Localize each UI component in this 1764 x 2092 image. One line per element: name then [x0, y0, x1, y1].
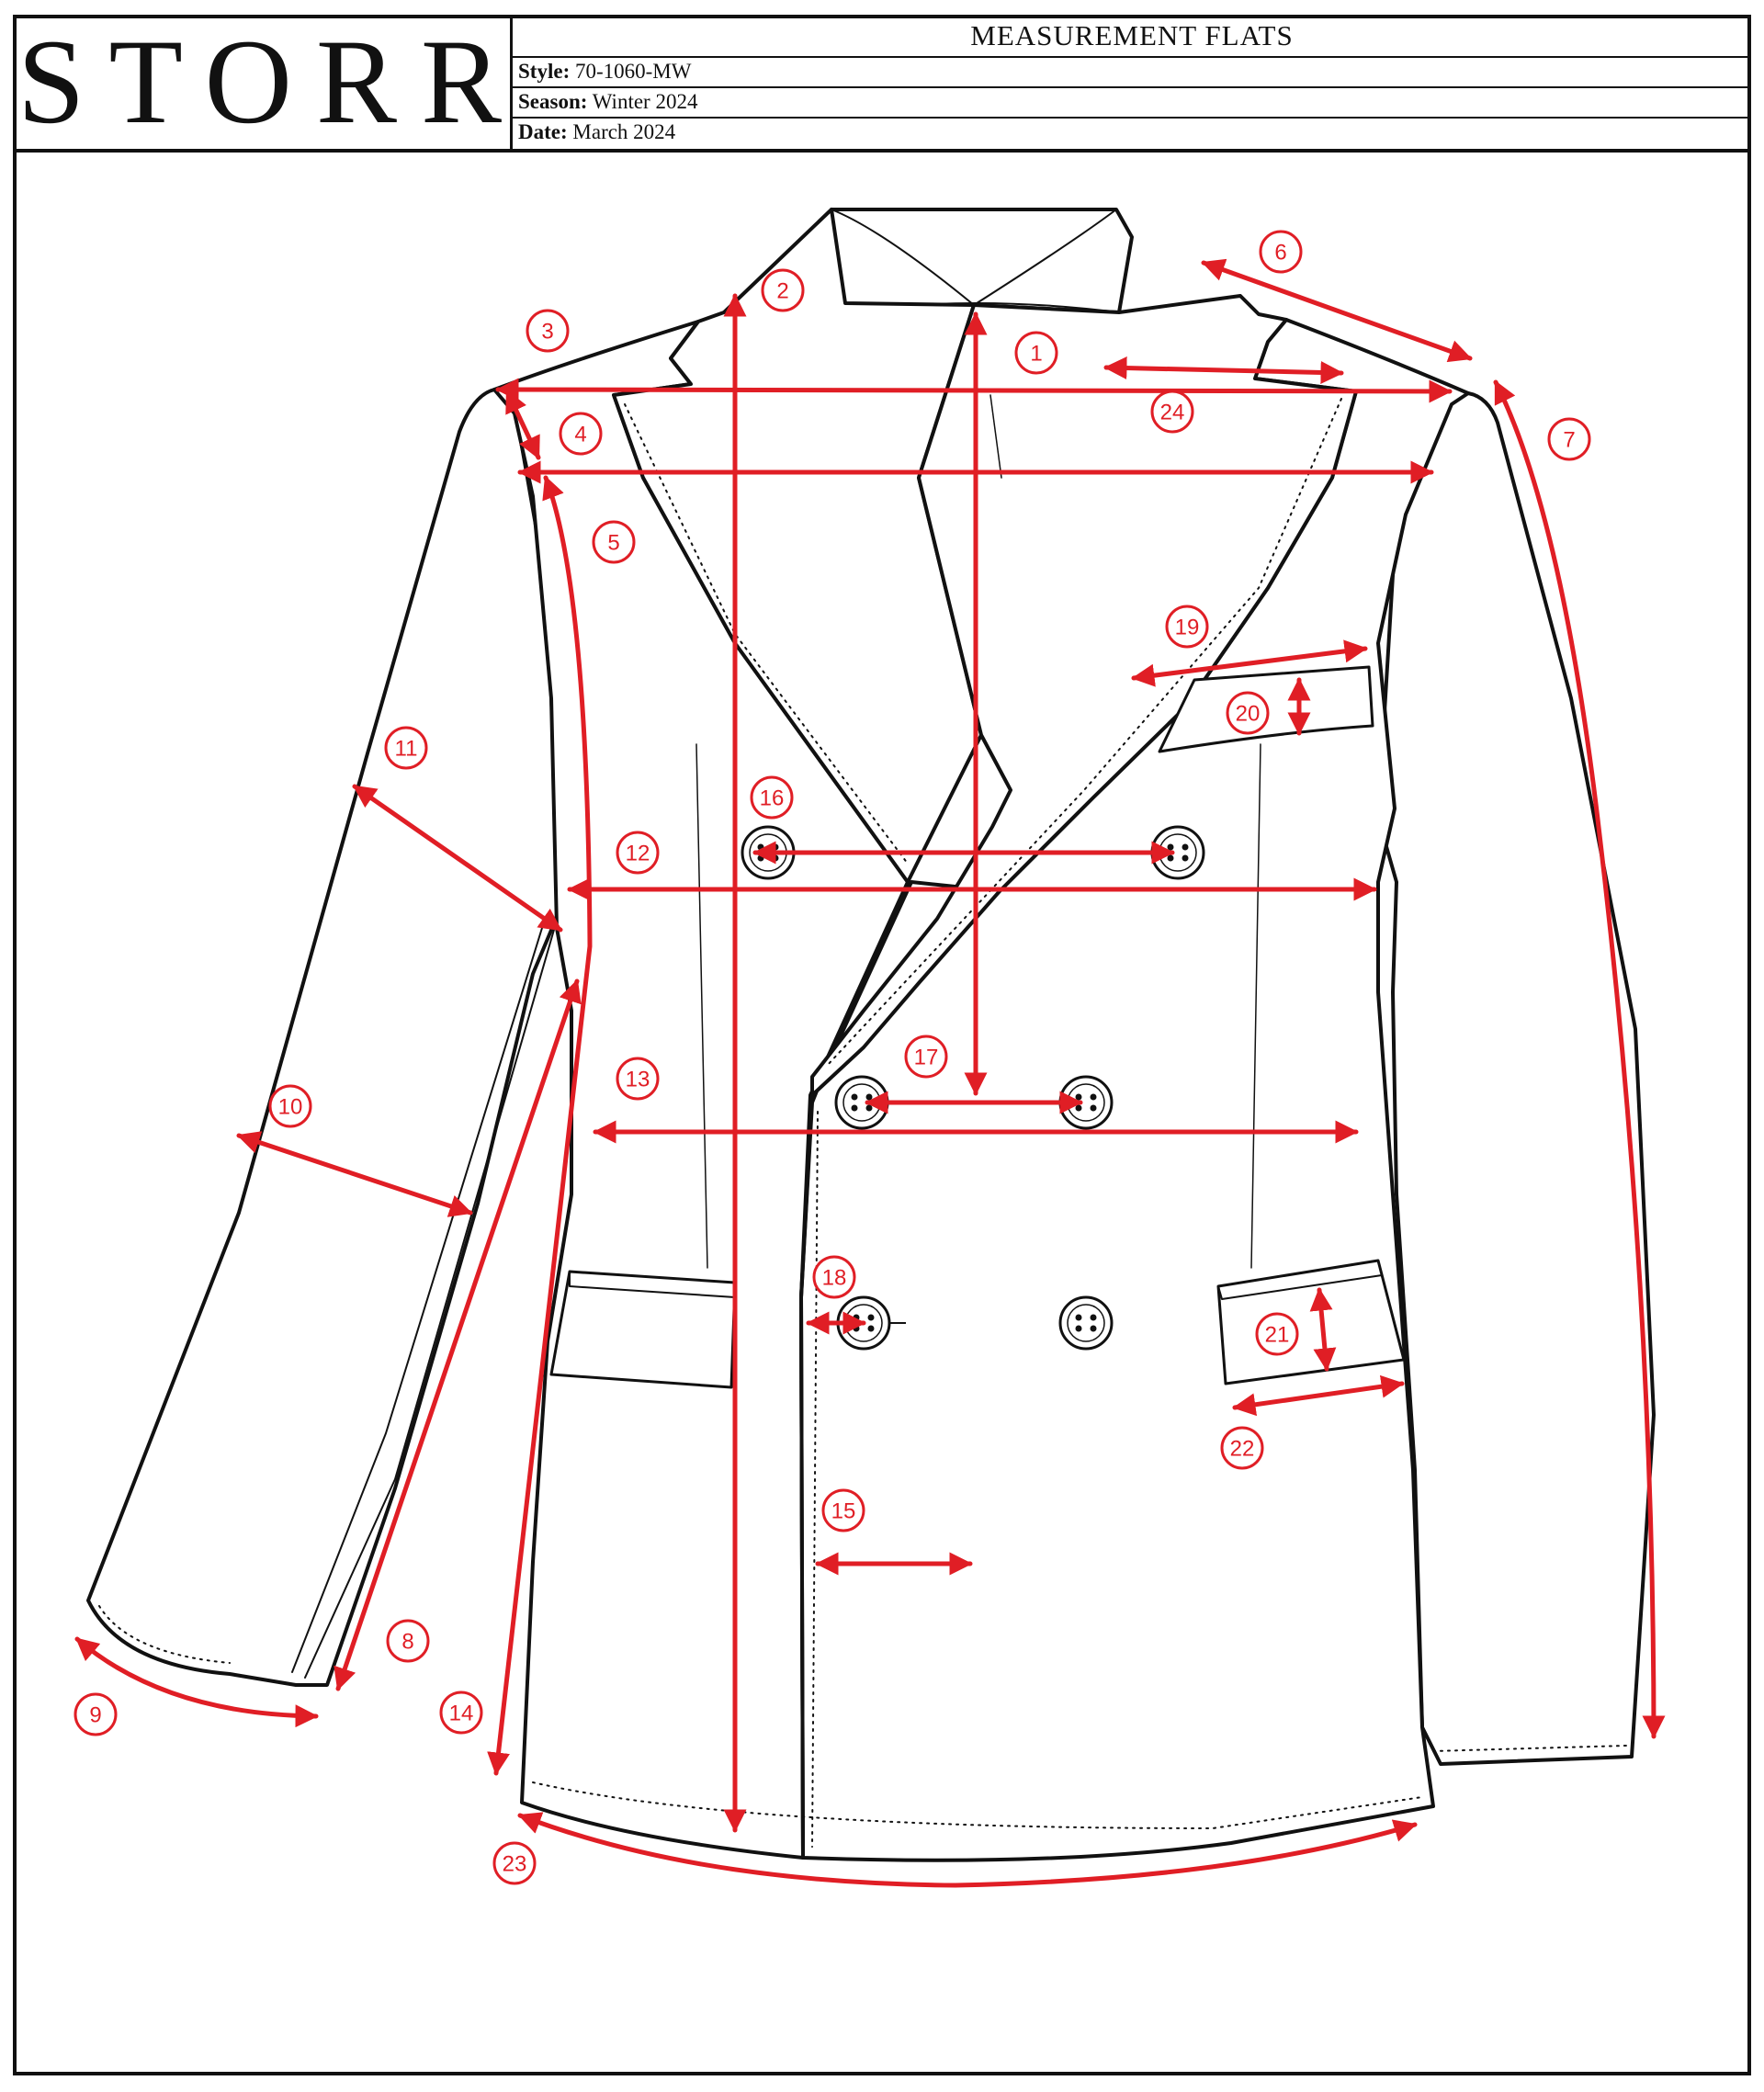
svg-text:11: 11: [395, 737, 418, 762]
svg-text:15: 15: [831, 1499, 856, 1524]
svg-text:8: 8: [401, 1630, 413, 1655]
measure-24-line: [1103, 356, 1344, 384]
svg-text:5: 5: [607, 531, 619, 556]
measure-14-line: [487, 475, 593, 1776]
measure-6-line: [1201, 258, 1473, 363]
svg-text:2: 2: [776, 279, 788, 304]
date-label: Date: [518, 120, 560, 143]
measure-21-line: [1309, 1287, 1337, 1372]
measure-19-line: [1131, 639, 1368, 687]
badge-11: 11: [384, 726, 428, 770]
badge-14: 14: [439, 1691, 483, 1735]
season-value: Winter 2024: [592, 90, 698, 113]
svg-text:20: 20: [1236, 702, 1261, 727]
badge-12: 12: [616, 831, 660, 875]
measure-9-line: [74, 1636, 319, 1728]
badge-4: 4: [559, 412, 603, 456]
svg-text:22: 22: [1230, 1437, 1255, 1462]
svg-text:21: 21: [1265, 1323, 1290, 1348]
svg-text:17: 17: [914, 1046, 939, 1070]
badge-5: 5: [592, 520, 636, 564]
svg-text:13: 13: [626, 1068, 650, 1092]
style-row: Style: 70-1060-MW: [513, 58, 1751, 88]
season-row: Season: Winter 2024: [513, 88, 1751, 119]
badge-6: 6: [1259, 230, 1303, 274]
badge-22: 22: [1220, 1426, 1264, 1470]
badge-23: 23: [492, 1841, 537, 1885]
measure-7-line: [1493, 379, 1666, 1739]
badge-1: 1: [1014, 331, 1058, 375]
logo-cell: STORR: [13, 15, 513, 149]
svg-text:6: 6: [1274, 241, 1286, 266]
svg-text:1: 1: [1030, 342, 1042, 367]
badge-9: 9: [74, 1692, 118, 1736]
badge-17: 17: [904, 1035, 948, 1079]
badge-13: 13: [616, 1057, 660, 1101]
badge-2: 2: [761, 268, 805, 312]
sheet-border: [13, 15, 1751, 2075]
measure-23-line: [517, 1812, 1418, 1888]
svg-text:16: 16: [760, 786, 785, 811]
badge-7: 7: [1547, 417, 1591, 461]
sheet-title: MEASUREMENT FLATS: [513, 15, 1751, 58]
title-block: STORR MEASUREMENT FLATS Style: 70-1060-M…: [13, 15, 1751, 153]
svg-text:23: 23: [503, 1852, 527, 1877]
svg-text:3: 3: [541, 320, 553, 345]
style-label: Style: [518, 60, 563, 83]
svg-text:4: 4: [574, 423, 586, 447]
svg-text:12: 12: [626, 842, 650, 866]
measure-10-line: [236, 1131, 473, 1217]
badge-21: 21: [1255, 1312, 1299, 1356]
style-value: 70-1060-MW: [574, 60, 692, 83]
button-low-right: [1058, 1295, 1114, 1351]
measure-3-line: [495, 378, 1453, 403]
date-value: March 2024: [572, 120, 676, 143]
date-row: Date: March 2024: [518, 120, 676, 143]
badge-18: 18: [812, 1255, 856, 1299]
badge-10: 10: [268, 1084, 312, 1128]
measurement-lines: [74, 258, 1666, 1888]
badge-24: 24: [1150, 390, 1194, 434]
svg-text:18: 18: [822, 1266, 847, 1291]
badge-3: 3: [526, 309, 570, 353]
badge-19: 19: [1165, 605, 1209, 649]
brand-logo: STORR: [17, 14, 526, 149]
measure-4-line: [504, 389, 541, 460]
svg-text:10: 10: [278, 1095, 303, 1120]
info-cell: MEASUREMENT FLATS Style: 70-1060-MW Seas…: [513, 15, 1751, 149]
measurement-badges: 1 2 3 4 5 6 7 8 9 10 11 12 13 14 15 16 1…: [74, 230, 1591, 1885]
measure-22-line: [1232, 1374, 1405, 1417]
svg-text:24: 24: [1160, 401, 1185, 425]
svg-text:14: 14: [449, 1702, 474, 1726]
badge-15: 15: [821, 1488, 865, 1532]
svg-text:9: 9: [89, 1703, 101, 1728]
badge-20: 20: [1226, 691, 1270, 735]
svg-text:7: 7: [1563, 428, 1575, 453]
badge-8: 8: [386, 1619, 430, 1663]
svg-text:19: 19: [1175, 616, 1200, 640]
badge-16: 16: [750, 775, 794, 820]
season-label: Season: [518, 90, 581, 113]
